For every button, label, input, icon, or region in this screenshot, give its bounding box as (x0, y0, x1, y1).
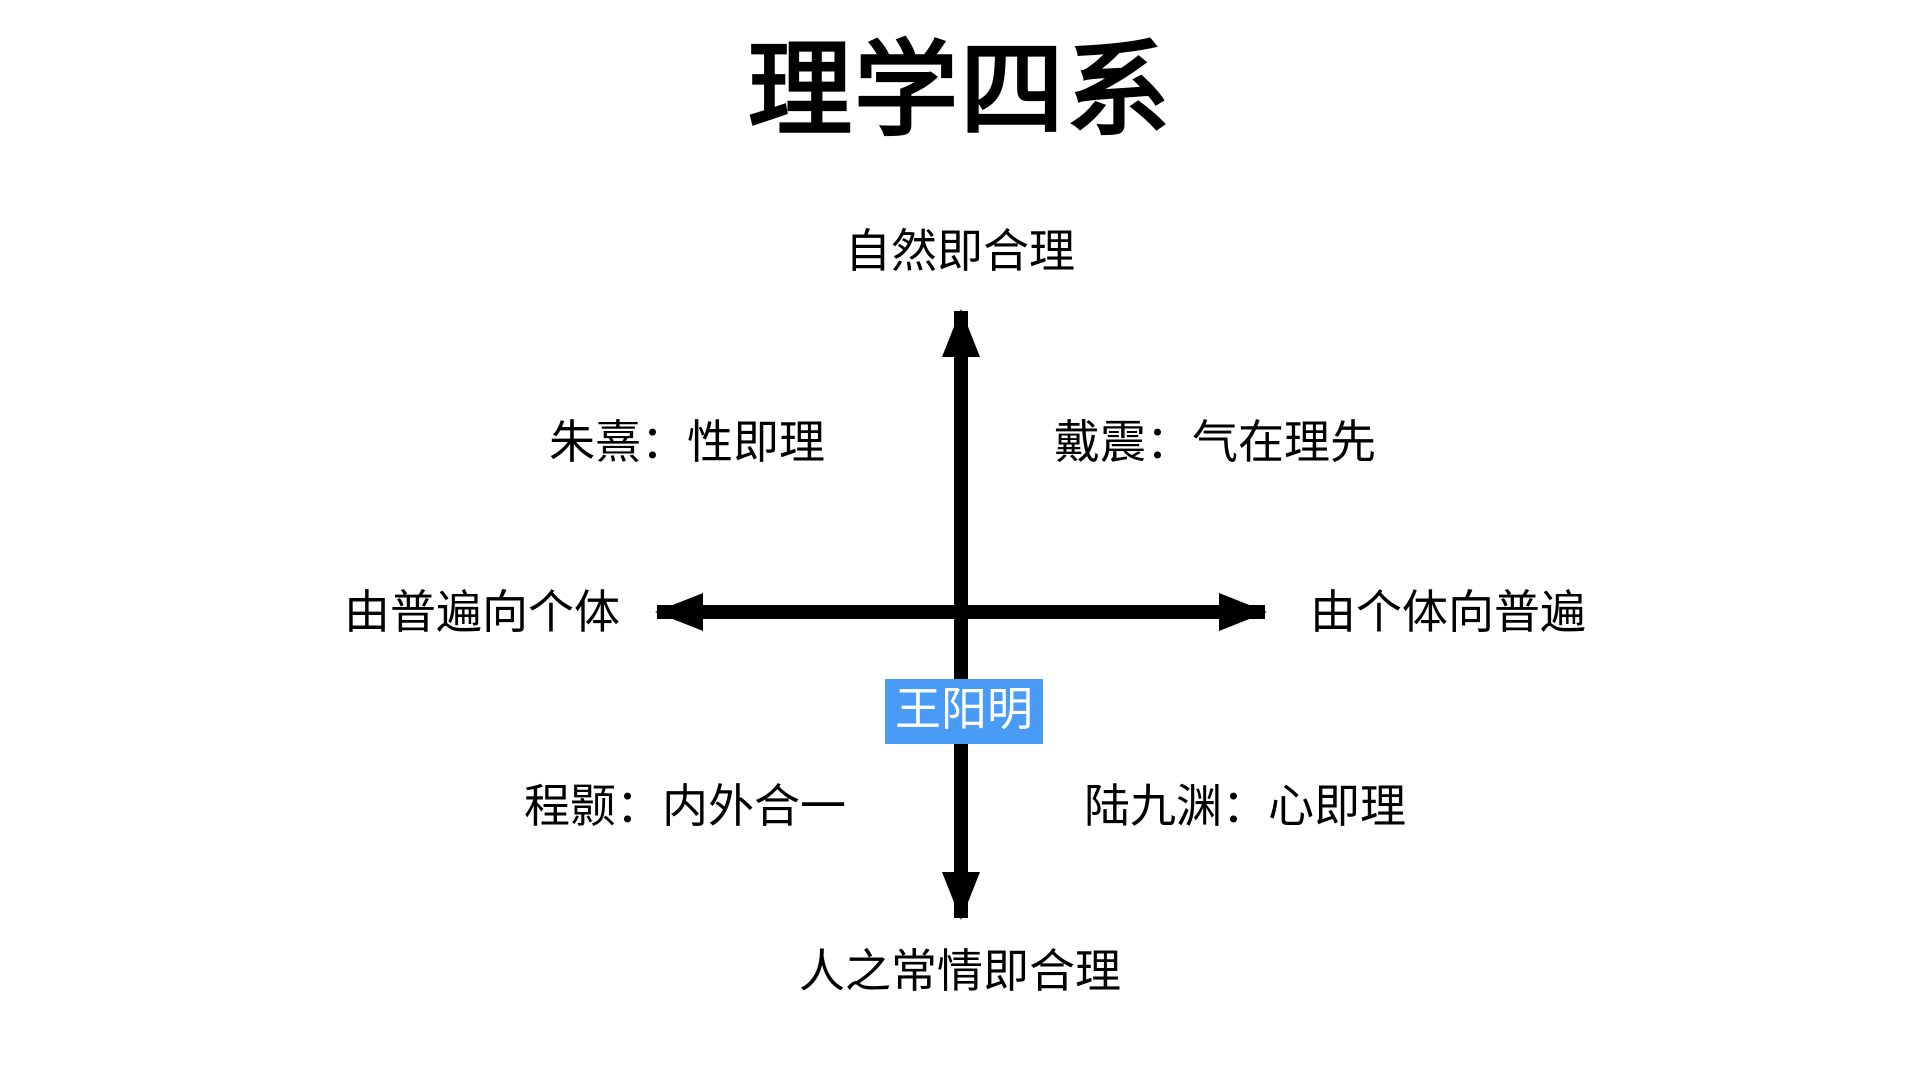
axis-label-right: 由个体向普遍 (1310, 585, 1586, 639)
axis-label-bottom: 人之常情即合理 (799, 944, 1121, 998)
axis-arrow-right (1219, 593, 1267, 631)
axis-arrow-left (655, 593, 703, 631)
quadrant-label-top-left: 朱熹：性即理 (549, 415, 825, 469)
axis-arrow-down (942, 872, 980, 920)
horizontal-axis-line (657, 605, 1265, 619)
page-title: 理学四系 (747, 29, 1172, 151)
axis-label-left: 由普遍向个体 (344, 585, 620, 639)
axis-label-top: 自然即合理 (845, 224, 1075, 278)
quadrant-label-top-right: 戴震：气在理先 (1054, 415, 1376, 469)
quadrant-label-bottom-right: 陆九渊：心即理 (1084, 779, 1406, 833)
quadrant-label-bottom-left: 程颢：内外合一 (524, 779, 846, 833)
axis-arrow-up (942, 309, 980, 357)
highlighted-annotation-wang-yangming: 王阳明 (885, 679, 1043, 744)
